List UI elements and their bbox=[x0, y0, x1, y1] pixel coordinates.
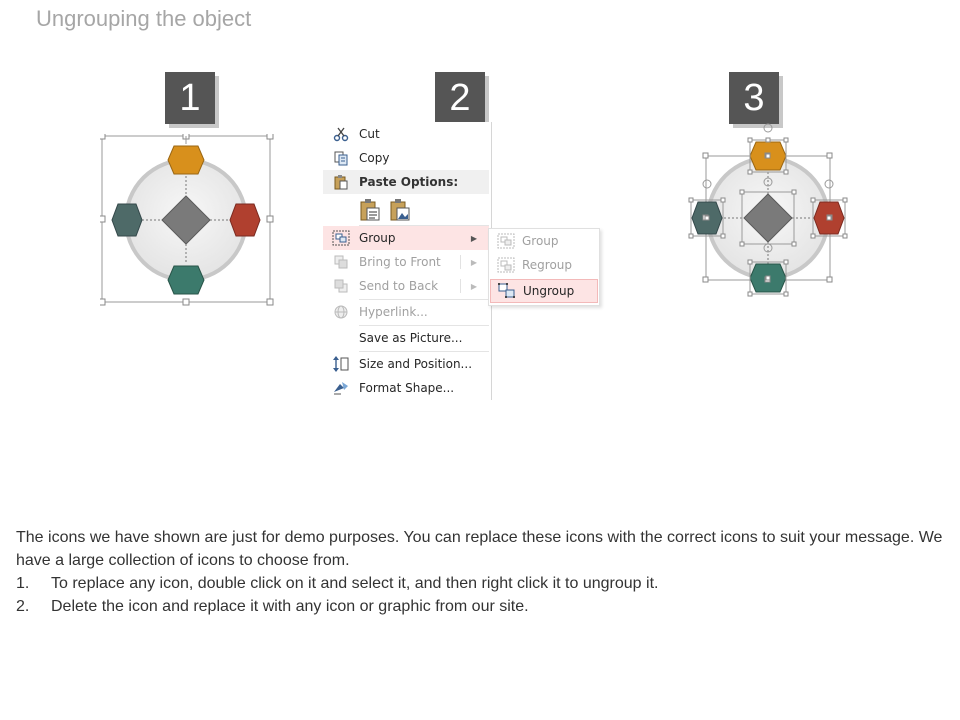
submenu-item-label: Ungroup bbox=[523, 284, 575, 298]
copy-icon bbox=[323, 146, 359, 170]
step-badge-1: 1 bbox=[165, 72, 215, 124]
menu-item-hyperlink[interactable]: Hyperlink... bbox=[323, 300, 489, 324]
menu-item-bring-to-front[interactable]: Bring to Front ▶ bbox=[323, 250, 489, 274]
format-shape-icon bbox=[323, 376, 359, 400]
clipboard-icon bbox=[323, 170, 359, 194]
menu-item-label: Bring to Front bbox=[359, 255, 441, 269]
submenu-item-regroup[interactable]: Regroup bbox=[490, 253, 598, 277]
menu-item-cut[interactable]: Cut bbox=[323, 122, 489, 146]
paste-keep-text-icon[interactable] bbox=[359, 198, 381, 225]
send-back-icon bbox=[323, 274, 359, 298]
submenu-item-label: Group bbox=[522, 234, 559, 248]
page-title: Ungrouping the object bbox=[36, 6, 252, 31]
submenu-arrow-icon: ▶ bbox=[470, 233, 477, 243]
menu-item-label: Group bbox=[359, 231, 396, 245]
instructions-intro: The icons we have shown are just for dem… bbox=[16, 529, 943, 569]
menu-item-group[interactable]: Group ▶ bbox=[323, 226, 489, 250]
menu-item-send-to-back[interactable]: Send to Back ▶ bbox=[323, 274, 489, 298]
instruction-step-1: 1. To replace any icon, double click on … bbox=[16, 575, 659, 592]
menu-item-label: Cut bbox=[359, 127, 380, 141]
step-badge-2: 2 bbox=[435, 72, 485, 124]
size-position-icon bbox=[323, 352, 359, 376]
menu-item-label: Save as Picture... bbox=[359, 331, 463, 345]
regroup-icon bbox=[490, 257, 522, 273]
ungrouped-diagram[interactable] bbox=[688, 122, 848, 302]
group-icon bbox=[323, 226, 359, 250]
menu-item-paste-options: Paste Options: bbox=[323, 170, 489, 194]
paste-buttons bbox=[359, 198, 411, 225]
left-hexagon bbox=[111, 203, 143, 237]
ungroup-icon bbox=[491, 283, 523, 299]
instruction-step-2: 2. Delete the icon and replace it with a… bbox=[16, 598, 529, 615]
menu-item-copy[interactable]: Copy bbox=[323, 146, 489, 170]
right-hexagon bbox=[229, 203, 261, 237]
submenu-arrow-icon: ▶ bbox=[470, 257, 477, 267]
context-menu: Cut Copy Paste Options: Group ▶ Bring to… bbox=[323, 122, 492, 400]
group-submenu: Group Regroup Ungroup bbox=[488, 228, 600, 306]
menu-item-save-as-picture[interactable]: Save as Picture... bbox=[323, 326, 489, 350]
instructions: The icons we have shown are just for dem… bbox=[16, 526, 946, 618]
menu-item-format-shape[interactable]: Format Shape... bbox=[323, 376, 489, 400]
submenu-arrow-icon: ▶ bbox=[470, 281, 477, 291]
grouped-diagram[interactable] bbox=[100, 134, 276, 308]
link-icon bbox=[323, 300, 359, 324]
top-hexagon bbox=[167, 145, 205, 175]
scissors-icon bbox=[323, 122, 359, 146]
menu-item-label: Copy bbox=[359, 151, 390, 165]
paste-picture-icon[interactable] bbox=[389, 198, 411, 225]
center-diamond[interactable] bbox=[743, 193, 793, 243]
menu-item-label: Size and Position... bbox=[359, 357, 473, 371]
menu-item-label: Hyperlink... bbox=[359, 305, 428, 319]
rotate-handles[interactable] bbox=[702, 123, 834, 253]
step-badge-3: 3 bbox=[729, 72, 779, 124]
bottom-hexagon bbox=[167, 265, 205, 295]
selection-handles[interactable] bbox=[688, 137, 848, 297]
submenu-item-group[interactable]: Group bbox=[490, 229, 598, 253]
center-diamond bbox=[161, 195, 211, 245]
menu-item-label: Send to Back bbox=[359, 279, 439, 293]
group-icon bbox=[490, 233, 522, 249]
menu-item-size-and-position[interactable]: Size and Position... bbox=[323, 352, 489, 376]
menu-item-label: Format Shape... bbox=[359, 381, 455, 395]
submenu-item-ungroup[interactable]: Ungroup bbox=[490, 279, 598, 303]
bring-front-icon bbox=[323, 250, 359, 274]
submenu-item-label: Regroup bbox=[522, 258, 573, 272]
menu-item-label: Paste Options: bbox=[359, 175, 459, 189]
